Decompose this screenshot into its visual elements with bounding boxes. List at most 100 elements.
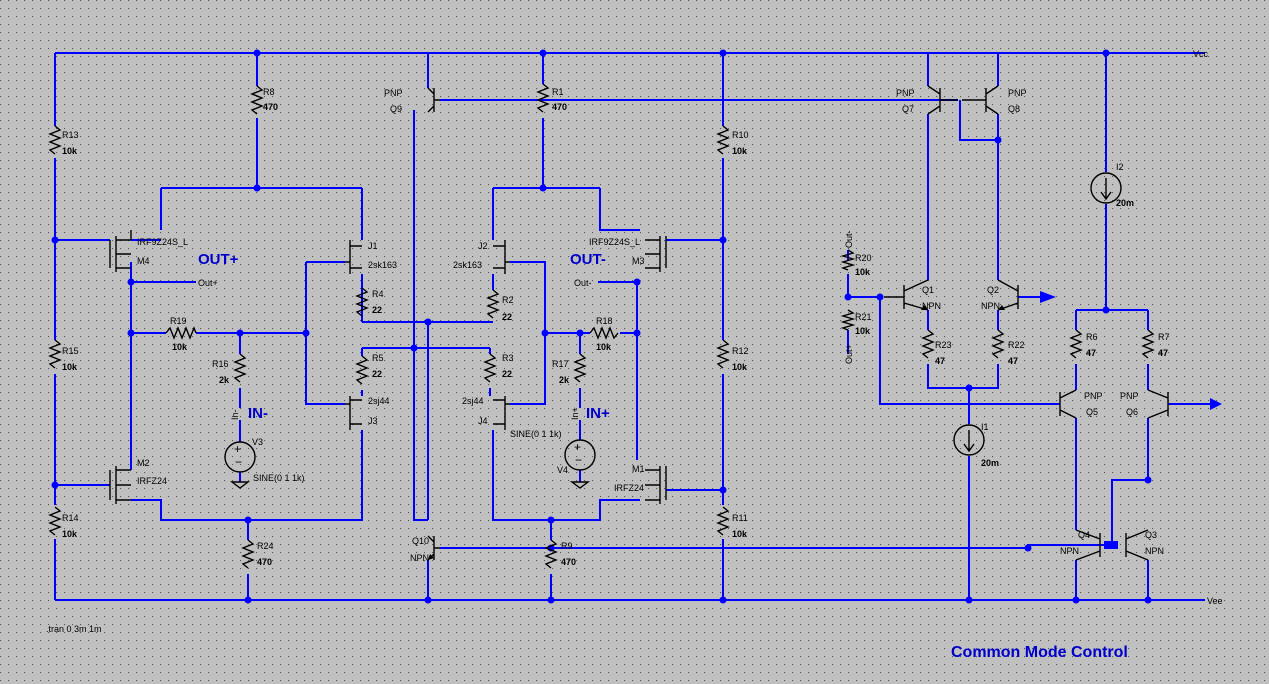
label-resistors-r4-name: R4 (372, 289, 384, 299)
label-transistors-j4-model: 2sj44 (462, 396, 484, 406)
resistor-R2 (486, 289, 500, 319)
label-resistors-r23-name: R23 (935, 340, 952, 350)
vcc-label: Vcc (1193, 49, 1209, 59)
resistor-R13 (48, 125, 62, 155)
resistor-R10 (716, 125, 730, 155)
resistor-R24 (241, 539, 255, 569)
label-transistors-q5-model: PNP (1084, 391, 1103, 401)
transistor-Q10 (427, 535, 440, 561)
transistor-J3 (345, 396, 362, 430)
resistor-R3 (483, 353, 497, 383)
transistor-J2 (493, 240, 510, 274)
label-transistors-q8-name: Q8 (1008, 104, 1020, 114)
label-resistors-r10-name: R10 (732, 130, 749, 140)
resistor-R19 (165, 326, 197, 340)
label-resistors-r21-name: R21 (855, 312, 872, 322)
label-resistors-r22-name: R22 (1008, 340, 1025, 350)
label-resistors-r13-value: 10k (62, 146, 78, 156)
label-resistors-r6-name: R6 (1086, 332, 1098, 342)
label-resistors-r16-name: R16 (212, 359, 229, 369)
label-transistors-q3-name: Q3 (1145, 530, 1157, 540)
label-transistors-j3-model: 2sj44 (368, 396, 390, 406)
resistor-R20 (840, 249, 856, 271)
output-flags (1040, 291, 1222, 410)
label-sources-i1-name: I1 (981, 422, 989, 432)
label-resistors-r23-value: 47 (935, 356, 945, 366)
label-transistors-q4-model: NPN (1060, 546, 1079, 556)
label-resistors-r15-name: R15 (62, 346, 79, 356)
label-transistors-j1-model: 2sk163 (368, 260, 397, 270)
label-resistors-r20-name: R20 (855, 253, 872, 263)
transistor-J4 (493, 396, 510, 430)
resistor-R14 (48, 506, 62, 536)
label-sources-v3-name: V3 (252, 437, 263, 447)
current-source-I1 (953, 424, 985, 456)
labels: Vcc Vee .tran 0 3m 1m Common Mode Contro… (46, 49, 1223, 661)
transistor-M3 (645, 236, 667, 272)
label-transistors-m1-name: M1 (632, 464, 645, 474)
label-transistors-m3-model: IRF9Z24S_L (589, 237, 640, 247)
label-sources-i1-value: 20m (981, 458, 999, 468)
net-out-plus: OUT+ (198, 251, 239, 268)
label-transistors-q6-model: PNP (1120, 391, 1139, 401)
current-source-I2 (1090, 172, 1122, 204)
label-sources-i2-value: 20m (1116, 198, 1134, 208)
label-resistors-r22-value: 47 (1008, 356, 1018, 366)
transistor-Q1 (884, 279, 929, 311)
transistor-Q3 (1125, 529, 1149, 561)
label-transistors-m3-name: M3 (632, 256, 645, 266)
svg-text:+: + (234, 442, 241, 456)
net-in-minus: IN- (248, 405, 268, 422)
label-resistors-r6-value: 47 (1086, 348, 1096, 358)
vee-label: Vee (1207, 596, 1223, 606)
resistor-R12 (716, 339, 730, 369)
tran-directive: .tran 0 3m 1m (46, 624, 102, 634)
resistor-R7 (1141, 329, 1155, 359)
label-transistors-j4-name: J4 (478, 416, 488, 426)
label-transistors-m1-model: IRFZ24 (614, 483, 644, 493)
resistor-R15 (48, 339, 62, 369)
label-transistors-q2-name: Q2 (987, 285, 999, 295)
fet-symbols (109, 230, 667, 504)
label-resistors-r7-value: 47 (1158, 348, 1168, 358)
resistor-R1 (536, 83, 550, 113)
label-transistors-q4-name: Q4 (1078, 530, 1090, 540)
label-sources-i2-name: I2 (1116, 162, 1124, 172)
transistor-M4 (109, 230, 132, 272)
label-resistors-r9-name: R9 (561, 541, 573, 551)
label-resistors-r13-name: R13 (62, 130, 79, 140)
label-resistors-r5-name: R5 (372, 353, 384, 363)
svg-text:−: − (575, 453, 582, 467)
net-out-plus-cmc: Out+ (844, 344, 854, 364)
label-resistors-r24-name: R24 (257, 541, 274, 551)
label-transistors-q1-model: NPN (922, 301, 941, 311)
label-transistors-m2-name: M2 (137, 458, 150, 468)
label-sources-v3-value: SINE(0 1 1k) (253, 473, 305, 483)
net-out-plus-small: Out+ (198, 278, 218, 288)
label-resistors-r4-value: 22 (372, 305, 382, 315)
voltage-source-V4 (564, 439, 596, 471)
label-resistors-r3-name: R3 (502, 353, 514, 363)
transistor-M2 (109, 466, 131, 504)
label-resistors-r18-value: 10k (596, 342, 612, 352)
resistor-R17 (573, 353, 587, 383)
net-out-minus-small: Out- (574, 278, 592, 288)
label-resistors-r12-name: R12 (732, 346, 749, 356)
net-out-minus-cmc: Out- (844, 230, 854, 248)
sources: + − + − (224, 172, 1122, 489)
label-resistors-r19-value: 10k (172, 342, 188, 352)
transistor-J1 (345, 240, 362, 274)
label-resistors-r2-value: 22 (502, 312, 512, 322)
resistor-R8 (250, 85, 264, 115)
label-transistors-m4-model: IRF9Z24S_L (137, 237, 188, 247)
label-resistors-r16-value: 2k (219, 375, 230, 385)
label-transistors-q10-name: Q10 (412, 536, 429, 546)
net-out-minus: OUT- (570, 251, 606, 268)
label-transistors-q7-name: Q7 (902, 104, 914, 114)
transistor-Q4 (1075, 529, 1101, 561)
label-resistors-r1-name: R1 (552, 87, 564, 97)
label-resistors-r11-name: R11 (732, 513, 748, 523)
label-resistors-r14-value: 10k (62, 529, 78, 539)
